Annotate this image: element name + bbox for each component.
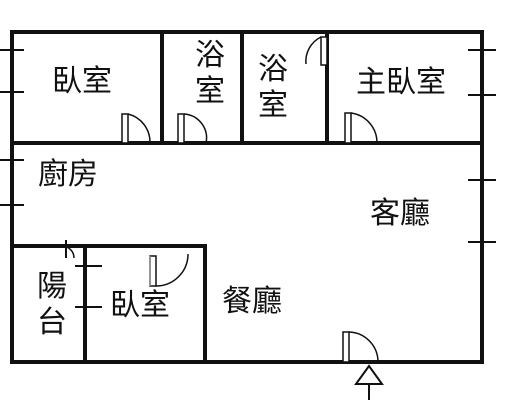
up-arrow-icon — [354, 364, 384, 400]
door-bedroom-1 — [121, 113, 151, 144]
room-label-kitchen: 廚房 — [38, 157, 98, 192]
room-label-bath-1: 浴室 — [195, 38, 225, 109]
room-label-master-bedroom: 主臥室 — [356, 65, 446, 100]
windows — [0, 48, 496, 308]
room-label-dining-room: 餐廳 — [222, 284, 282, 319]
door-bath-2 — [305, 36, 328, 66]
door-main-entrance — [342, 331, 379, 363]
door-master-bedroom — [344, 112, 378, 144]
room-label-balcony: 陽台 — [37, 269, 67, 340]
room-label-bedroom-2: 臥室 — [110, 288, 170, 323]
room-label-living-room: 客廳 — [370, 196, 430, 231]
door-balcony — [61, 240, 75, 259]
interior-walls — [10, 30, 484, 364]
door-bath-1 — [177, 113, 208, 144]
room-label-bedroom-1: 臥室 — [52, 64, 112, 99]
room-label-bath-2: 浴室 — [258, 52, 288, 123]
door-bedroom-2 — [149, 253, 189, 287]
